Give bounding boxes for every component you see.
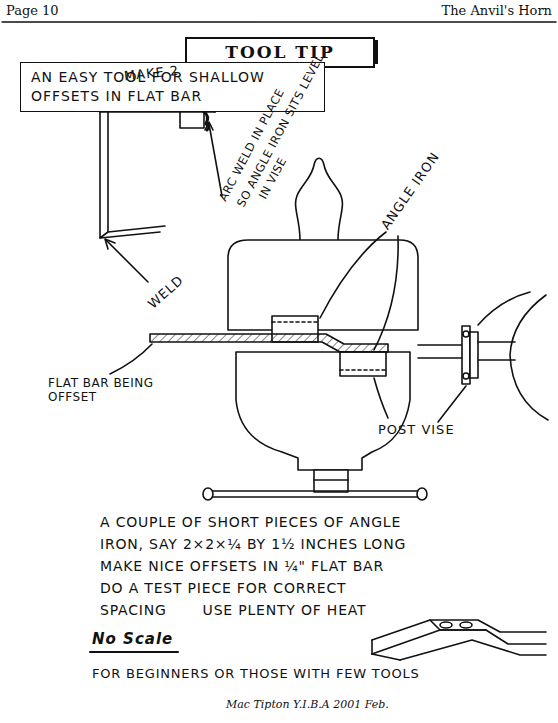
- post-vise: [203, 158, 548, 500]
- part-name: POST VISE: [378, 422, 455, 437]
- leader-line: [110, 232, 466, 422]
- note-line: DO A TEST PIECE FOR CORRECT: [100, 580, 346, 596]
- part-name: FLAT BAR BEING OFFSET: [48, 376, 166, 404]
- scale-note: No Scale: [92, 630, 173, 648]
- part-name: ANGLE IRON: [378, 149, 443, 232]
- flat-bar: [150, 334, 388, 352]
- note-line: SPACING: [100, 602, 167, 618]
- publication-name: The Anvil's Horn: [442, 3, 552, 18]
- note-line: IRON, SAY 2×2×¼ BY 1½ INCHES LONG: [100, 536, 406, 552]
- page-number: Page 10: [6, 3, 59, 18]
- leader-line: [105, 122, 222, 282]
- header-rule: [2, 21, 556, 22]
- signature: Mac Tipton Y.I.B.A 2001 Feb.: [226, 698, 389, 711]
- note-line: USE PLENTY OF HEAT: [203, 602, 367, 618]
- note-line: MAKE NICE OFFSETS IN ¼" FLAT BAR: [100, 558, 384, 574]
- offset-bar-sketch: [372, 620, 546, 660]
- audience-note: FOR BEGINNERS OR THOSE WITH FEW TOOLS: [92, 666, 420, 681]
- underline: [90, 651, 178, 653]
- note-line: A COUPLE OF SHORT PIECES OF ANGLE: [100, 514, 401, 530]
- part-name: WELD: [145, 272, 186, 311]
- box-text: TOOL TIP: [193, 41, 367, 64]
